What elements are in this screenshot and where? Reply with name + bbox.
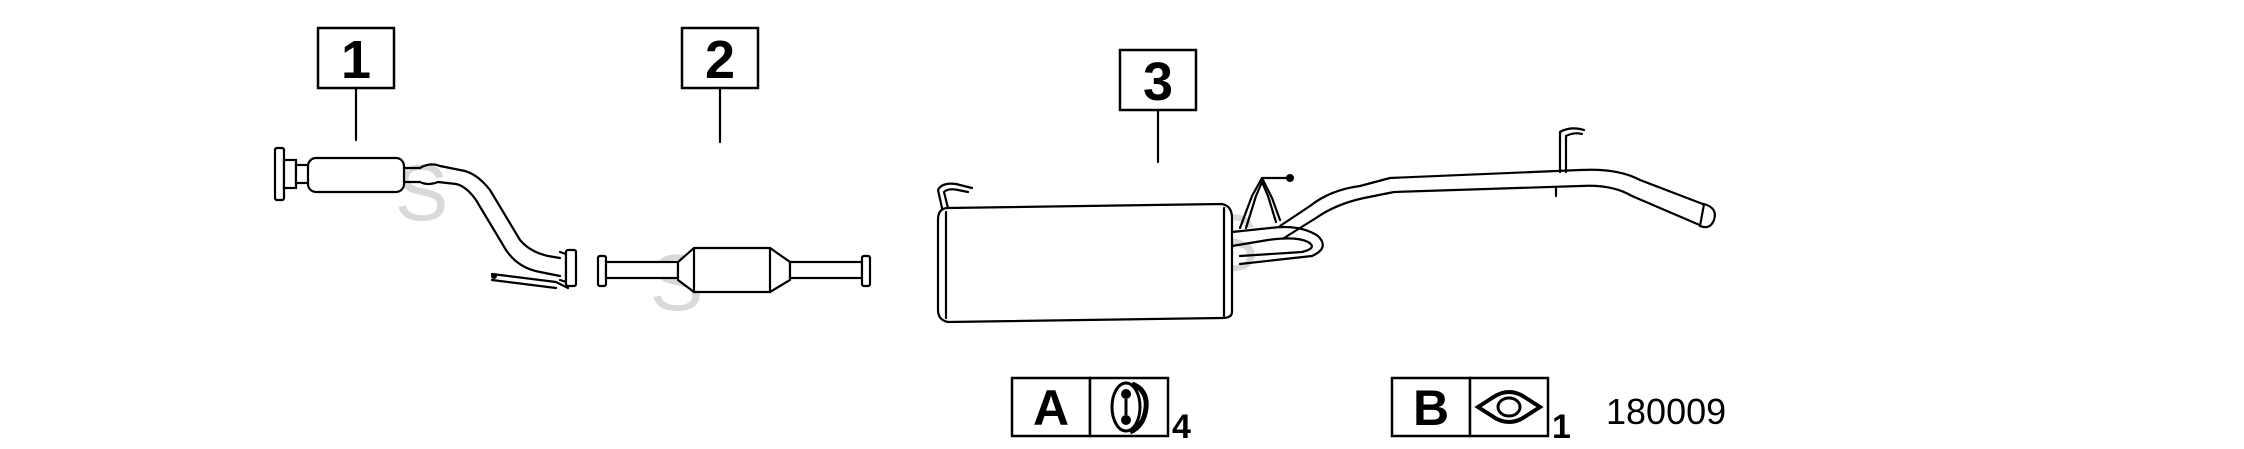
callout-2[interactable]: 2 [680,26,760,144]
callout-1-label: 1 [341,30,371,90]
legend-b-qty: 1 [1552,408,1571,446]
catalytic-converter-part[interactable] [596,246,872,294]
callout-1[interactable]: 1 [316,26,396,142]
legend-b: B 1 [1390,376,1571,446]
front-pipe-part[interactable] [273,146,578,290]
rubber-hanger-icon [1110,381,1149,435]
flange-gasket-icon [1474,390,1544,424]
legend-a-letter: A [1033,380,1069,436]
legend-a: A 4 [1010,376,1191,446]
callout-2-label: 2 [705,30,735,90]
callout-3-label: 3 [1143,52,1173,112]
callout-3[interactable]: 3 [1118,48,1198,164]
legend-b-letter: B [1413,380,1449,436]
diagram-code: 180009 [1606,391,1726,432]
legend-a-qty: 4 [1172,408,1191,446]
rear-silencer-part[interactable] [936,127,1716,324]
